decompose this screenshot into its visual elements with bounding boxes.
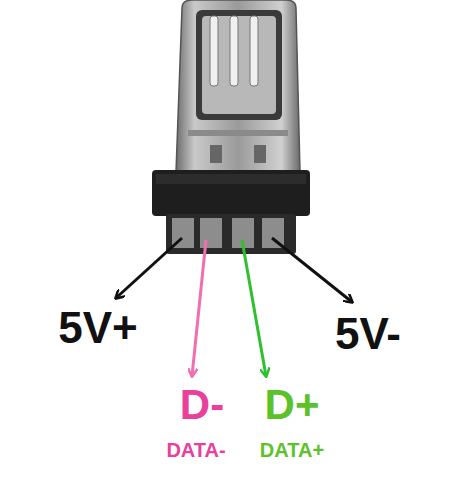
signal-name: DATA+ <box>260 440 324 460</box>
pin-label: 5V- <box>335 312 401 356</box>
signal-name: DATA- <box>166 440 225 460</box>
pin-label: 5V+ <box>58 306 138 350</box>
signal-label: D+ <box>265 384 320 426</box>
signal-label: D- <box>180 384 224 426</box>
